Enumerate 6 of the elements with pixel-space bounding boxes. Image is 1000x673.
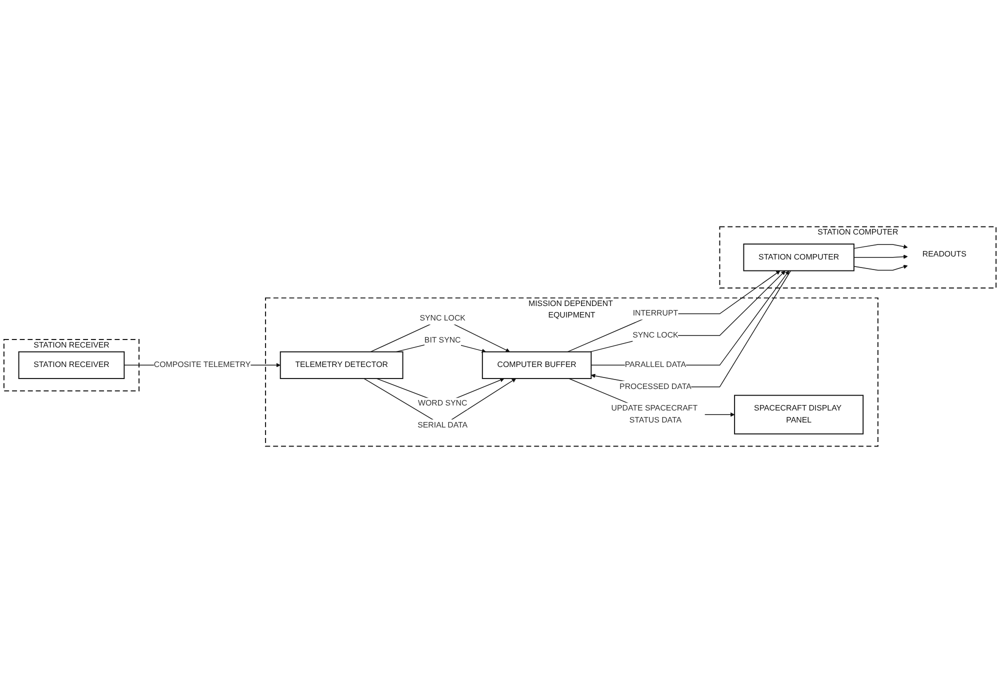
arrow bbox=[590, 270, 790, 366]
arrow bbox=[854, 264, 908, 271]
arrow bbox=[568, 378, 735, 417]
arrow bbox=[854, 254, 908, 259]
arrow bbox=[854, 244, 908, 249]
arrow bbox=[590, 270, 792, 388]
